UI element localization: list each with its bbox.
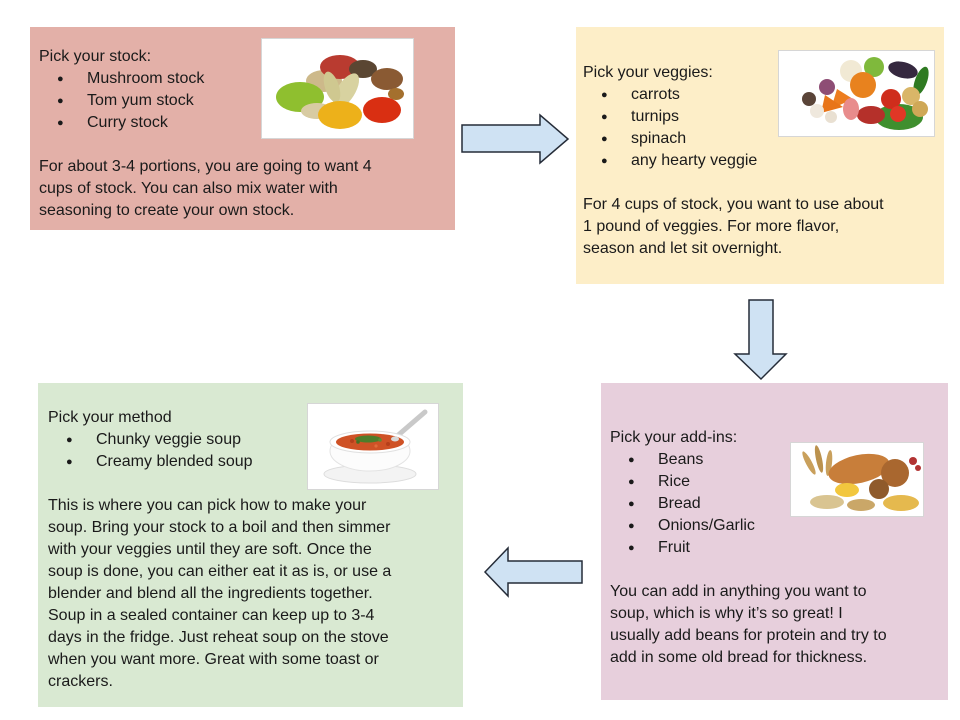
bullet-icon: ●: [601, 155, 608, 167]
bullet-icon: ●: [628, 520, 635, 532]
veggies-step-card: Pick your veggies: ● carrots ● turnips ● sp…: [576, 27, 944, 284]
list-item: ● spinach: [601, 128, 936, 150]
addins-step-card: Pick your add-ins: ● Beans ● Rice ● Bread ●…: [601, 383, 948, 700]
list-item: ● turnips: [601, 106, 936, 128]
list-item-label: Curry stock: [87, 114, 168, 131]
stock-step-title: Pick your stock:: [39, 48, 152, 65]
method-step-card: Pick your method ● Chunky veggie soup ● Cr…: [38, 383, 463, 707]
list-item-label: any hearty veggie: [631, 152, 758, 169]
list-item: ● any hearty veggie: [601, 150, 936, 172]
bread-grains-illustration: [802, 445, 921, 511]
bullet-icon: ●: [57, 95, 64, 107]
arrow-right-shape: [461, 113, 570, 165]
list-item-label: carrots: [631, 86, 680, 103]
list-item: ● carrots: [601, 84, 936, 106]
list-item: ● Chunky veggie soup: [66, 429, 455, 451]
arrow-down-icon: [733, 299, 788, 381]
bullet-icon: ●: [57, 73, 64, 85]
bread-grains-image: [790, 442, 924, 517]
list-item-label: spinach: [631, 130, 687, 147]
list-item: ● Rice: [628, 471, 940, 493]
bullet-icon: ●: [628, 498, 635, 510]
list-item: ● Onions/Garlic: [628, 515, 940, 537]
soup-bowl-image: [307, 403, 439, 490]
bullet-icon: ●: [628, 542, 635, 554]
arrow-left-icon: [483, 546, 583, 598]
list-item-label: Fruit: [658, 539, 690, 556]
veggies-step-title: Pick your veggies:: [583, 64, 713, 81]
list-item: ● Beans: [628, 449, 940, 471]
stock-step-description: For about 3-4 portions, you are going to…: [39, 158, 372, 219]
list-item-label: Creamy blended soup: [96, 453, 253, 470]
bullet-icon: ●: [601, 111, 608, 123]
bullet-icon: ●: [66, 456, 73, 468]
arrow-down-shape: [733, 299, 788, 381]
bullet-icon: ●: [628, 454, 635, 466]
list-item-label: Beans: [658, 451, 704, 468]
stock-options-list: ● Mushroom stock ● Tom yum stock ● Curry st…: [39, 68, 445, 134]
bullet-icon: ●: [57, 117, 64, 129]
list-item: ● Bread: [628, 493, 940, 515]
addins-options-list: ● Beans ● Rice ● Bread ● Onions/Garlic ● Frui…: [610, 449, 940, 559]
list-item-label: Onions/Garlic: [658, 517, 755, 534]
soup-bowl-illustration: [323, 409, 428, 484]
addins-step-description: You can add in anything you want to soup…: [610, 583, 887, 666]
list-item-label: turnips: [631, 108, 680, 125]
bullet-icon: ●: [66, 434, 73, 446]
list-item: ● Creamy blended soup: [66, 451, 455, 473]
method-options-list: ● Chunky veggie soup ● Creamy blended soup: [48, 429, 455, 473]
method-step-title: Pick your method: [48, 409, 172, 426]
list-item-label: Mushroom stock: [87, 70, 205, 87]
list-item: ● Curry stock: [57, 112, 445, 134]
spices-illustration: [276, 55, 404, 129]
list-item: ● Fruit: [628, 537, 940, 559]
list-item: ● Tom yum stock: [57, 90, 445, 112]
list-item: ● Mushroom stock: [57, 68, 445, 90]
list-item-label: Bread: [658, 495, 701, 512]
arrow-left-shape: [483, 546, 583, 598]
bullet-icon: ●: [601, 89, 608, 101]
stock-step-card: Pick your stock: ● Mushroom stock ● Tom yu…: [30, 27, 455, 230]
spices-image: [261, 38, 414, 139]
bullet-icon: ●: [601, 133, 608, 145]
list-item-label: Rice: [658, 473, 691, 490]
method-step-description: This is where you can pick how to make y…: [48, 497, 392, 690]
veggies-step-description: For 4 cups of stock, you want to use abo…: [583, 196, 884, 257]
bullet-icon: ●: [628, 476, 635, 488]
addins-step-title: Pick your add-ins:: [610, 429, 738, 446]
arrow-right-icon: [461, 113, 570, 165]
list-item-label: Tom yum stock: [87, 92, 194, 109]
vegetables-illustration: [802, 57, 929, 130]
veggies-options-list: ● carrots ● turnips ● spinach ● any hearty v…: [583, 84, 936, 172]
list-item-label: Chunky veggie soup: [96, 431, 241, 448]
vegetables-image: [778, 50, 935, 137]
